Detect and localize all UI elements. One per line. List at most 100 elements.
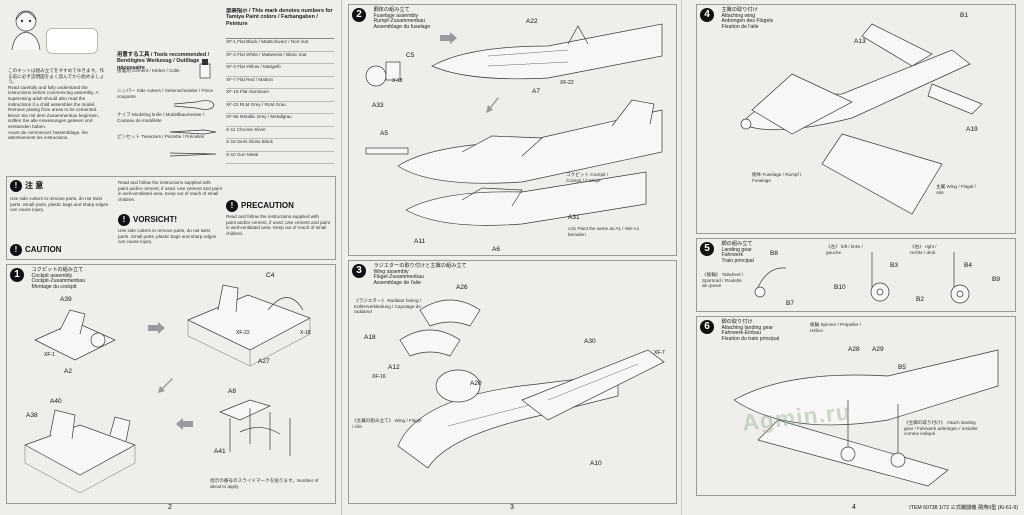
part-label: B9 xyxy=(992,276,1000,283)
part-label: B10 xyxy=(834,284,846,291)
paint-row: XF-1 Flat Black / Mattschwarz / Noir mat xyxy=(226,39,334,52)
cockpit-assembled-drawing xyxy=(187,284,311,367)
cockpit-floor-drawing xyxy=(34,309,116,361)
paint-row: XF-56 Metallic Grey / Metallgrau xyxy=(226,114,334,127)
cement-bottle-icon xyxy=(199,59,211,79)
step-title-de: Rumpf-Zusammenbau xyxy=(373,18,426,25)
step-titles: 脚の取り付け Attaching landing gear Fahrwerk-E… xyxy=(721,319,780,342)
step-title-de: Cockpit-Zusammenbau xyxy=(31,278,86,285)
tailwheel-label: 《尾輪》 Tailwheel / Spornrad / Roulette de … xyxy=(702,272,744,289)
side-cutters-icon xyxy=(173,100,215,110)
modeling-knife-icon xyxy=(169,129,217,135)
warning-icon: ! xyxy=(10,244,22,256)
step-title-fr: Fixation du train principal xyxy=(721,335,780,342)
aircraft-gear-attach-drawing xyxy=(733,349,999,487)
part-label: A5 xyxy=(380,130,388,137)
fuselage-half-drawing xyxy=(431,23,663,80)
left-gear-label: 《左》 left / links / gauche xyxy=(826,244,863,255)
step-6-header: 6 脚の取り付け Attaching landing gear Fahrwerk… xyxy=(700,319,780,342)
step-1-header: 1 コクピットの組み立て Cockpit assembly Cockpit-Zu… xyxy=(10,267,86,290)
step-3-frame xyxy=(348,260,677,504)
step-title-jp: 脚の組み立て xyxy=(721,241,753,247)
precaution-text-en: Read and follow the instructions supplie… xyxy=(226,214,330,236)
step-titles: コクピットの組み立て Cockpit assembly Cockpit-Zusa… xyxy=(31,267,86,290)
step-title-jp: コクピットの組み立て xyxy=(31,267,84,273)
step-number: 2 xyxy=(352,8,366,22)
step-1-frame xyxy=(6,264,336,504)
part-label: B3 xyxy=(890,262,898,269)
warning-title-text: 注 意 xyxy=(25,181,44,190)
step-title-en: Landing gear xyxy=(721,246,752,253)
part-label: A6 xyxy=(492,246,500,253)
part-label: A12 xyxy=(388,364,400,371)
paint-row: XF-2 Flat White / Mattweiss / Blanc mat xyxy=(226,52,334,64)
precaution-text: Read and follow the instructions supplie… xyxy=(118,180,222,202)
part-label: A27 xyxy=(258,358,270,365)
part-label: A7 xyxy=(532,88,540,95)
paint-row: XF-16 Flat Aluminum xyxy=(226,89,334,102)
step-number: 6 xyxy=(700,320,714,334)
arrow-icon xyxy=(486,97,499,113)
part-label: A8 xyxy=(228,388,236,395)
page-number: 4 xyxy=(852,504,856,511)
tool-item: ナイフ Modeling knife / Modellbaumesser / C… xyxy=(117,112,205,123)
step-title-fr: Train principal xyxy=(721,257,754,264)
part-label: A26 xyxy=(456,284,468,291)
right-gear-label: 《右》 right / rechts / droit xyxy=(910,244,937,255)
instruction-page-middle: 2 胴体の組み立て Fuselage assembly Rumpf-Zusamm… xyxy=(341,0,682,515)
gear-install-note: 《主脚の取り付け》 Attach landing gear / Fahrwerk… xyxy=(904,420,978,437)
speech-bubble xyxy=(46,28,98,54)
step-title-de: Fahrwerk xyxy=(721,252,744,259)
paint-row: XF-3 Flat Yellow / Mattgelb xyxy=(226,64,334,77)
precaution-title: !PRECAUTION xyxy=(226,200,294,212)
part-label: A28 xyxy=(848,346,860,353)
main-gear-left-drawing xyxy=(870,252,890,302)
step-number: 3 xyxy=(352,264,366,278)
part-label: B7 xyxy=(786,300,794,307)
step-number: 4 xyxy=(700,8,714,22)
step-5-header: 5 脚の組み立て Landing gear Fahrwerk Train pri… xyxy=(700,241,754,264)
tweezers-icon xyxy=(169,152,217,157)
part-label: A29 xyxy=(872,346,884,353)
vorsicht-title: !VORSICHT! xyxy=(118,214,177,226)
main-gear-right-drawing xyxy=(950,252,970,304)
wing-label: 《主翼の組み立て》 Wing / Flügel / Aile xyxy=(352,418,422,429)
warning-text-jp: Use side cutters to remove parts, do not… xyxy=(10,196,109,213)
part-label: A19 xyxy=(966,126,978,133)
instruction-page-left: このキットは組み立てをすすめてゆきます。作る前に必ず説明図をよく読んでから始めま… xyxy=(0,0,341,515)
part-label: B5 xyxy=(898,364,906,371)
step-title-en: Wing assembly xyxy=(373,268,409,275)
arrow-icon xyxy=(158,378,173,393)
part-label: A22 xyxy=(526,18,538,25)
part-label: A39 xyxy=(60,296,72,303)
warning-icon: ! xyxy=(10,180,22,192)
step-title-en: Fuselage assembly xyxy=(373,12,419,19)
caution-text: Use side cutters to remove parts, do not… xyxy=(118,228,217,245)
part-label: B2 xyxy=(916,296,924,303)
tailwheel-drawing xyxy=(754,267,787,298)
step-titles: 胴体の組み立て Fuselage assembly Rumpf-Zusammen… xyxy=(373,7,430,30)
part-label: C4 xyxy=(266,272,275,279)
caution-title: !CAUTION xyxy=(10,244,61,256)
warning-box xyxy=(6,176,336,260)
aircraft-wing-attach-drawing xyxy=(740,23,983,215)
paint-row: XF-7 Flat Red / Mattrot xyxy=(226,77,334,89)
paint-header: 塗装指示 / This mark denotes numbers for Tam… xyxy=(226,8,333,27)
decal-note: 指示の番号のスライドマークを貼ります。Number of decal to ap… xyxy=(210,478,319,489)
step-title-jp: 主翼の取り付け xyxy=(721,7,758,13)
footer-model-text: 1/72 三式戦闘機 飛燕II型 (Ki-61-II) xyxy=(939,505,1018,511)
paint-callout: X-18 xyxy=(392,78,403,84)
warning-icon: ! xyxy=(226,200,238,212)
intro-text: このキットは組み立てをすすめてゆきます。作る前に必ず説明図をよく読んでから始めま… xyxy=(8,68,105,141)
step-title-de: Anbringen des Flügels xyxy=(721,18,774,25)
step-3-header: 3 ラジエターの取り付けと主翼の組み立て Wing assembly Flüge… xyxy=(352,263,467,286)
step-title-jp: 胴体の組み立て xyxy=(373,7,410,13)
cockpit-sidewall-drawing xyxy=(24,409,136,494)
step-titles: 主翼の取り付け Attaching wing Anbringen des Flü… xyxy=(721,7,774,30)
paint-callout: XF-22 xyxy=(236,330,250,336)
step-title-fr: Assemblage de l'aile xyxy=(373,279,421,286)
part-label: A13 xyxy=(854,38,866,45)
step-title-de: Fahrwerk-Einbau xyxy=(721,330,761,337)
part-label: B8 xyxy=(770,250,778,257)
seat-frame-drawing xyxy=(219,399,291,456)
